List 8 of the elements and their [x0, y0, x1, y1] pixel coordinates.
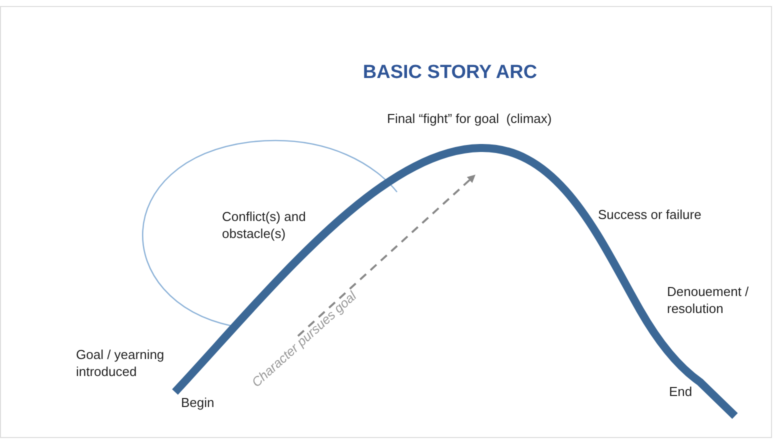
title: BASIC STORY ARC	[362, 62, 538, 84]
stage-label: Goal / yearning introduced	[76, 346, 166, 380]
stage-label: Success or failure	[598, 206, 702, 223]
stage-label: Denouement / resolution	[667, 283, 750, 317]
stage-label: Final “fight” for goal (climax)	[387, 110, 552, 127]
stage-label: End	[669, 383, 692, 400]
stage-label: Begin	[181, 394, 214, 411]
stage-label: Conflict(s) and obstacle(s)	[222, 208, 307, 242]
